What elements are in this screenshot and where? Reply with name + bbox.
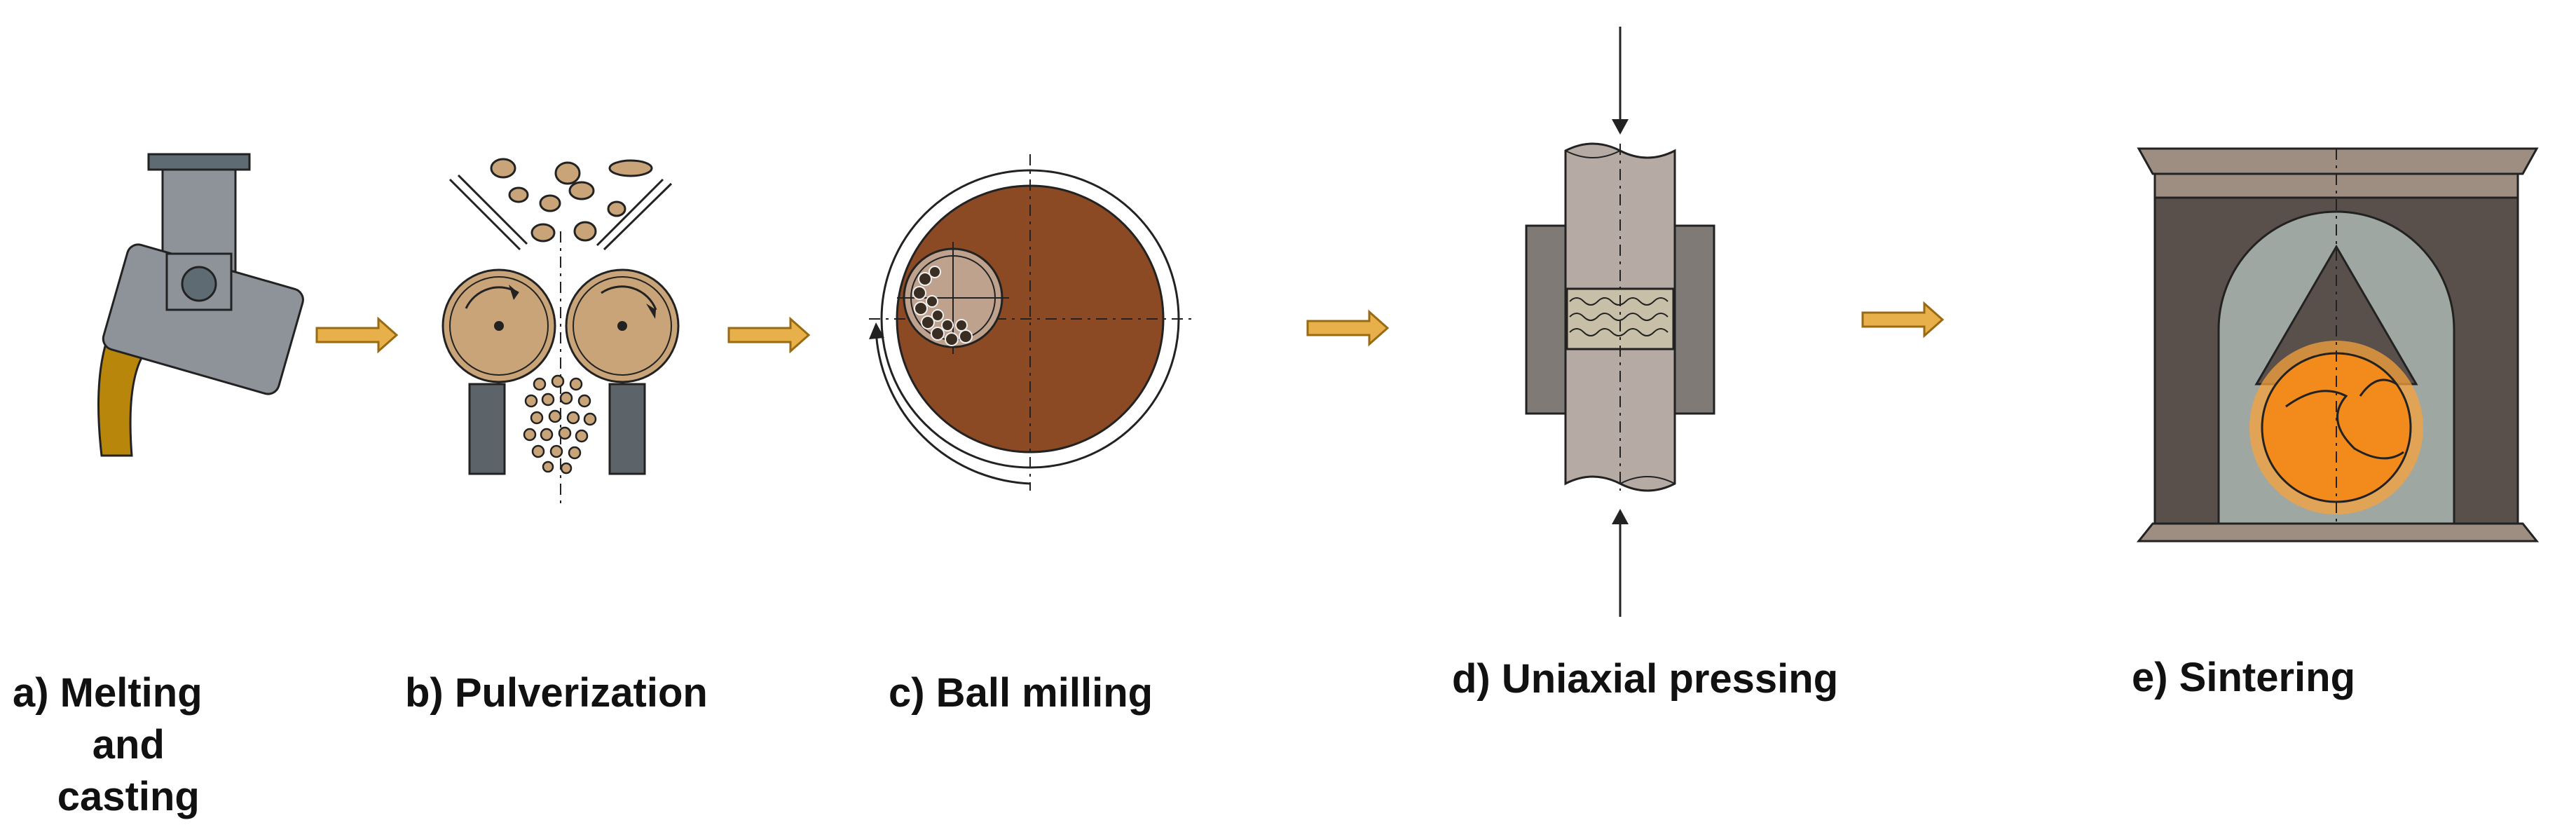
crucible-pivot-icon [181, 266, 217, 302]
crucible-support-cap [147, 153, 251, 171]
press-force-arrowhead-top [1612, 119, 1629, 135]
press-die-right [1673, 224, 1715, 415]
step-label-d: d) Uniaxial pressing [1452, 656, 1839, 702]
ball-mill-icon [869, 154, 1191, 491]
rotation-arrow [875, 329, 1031, 485]
flow-arrow-4 [1861, 301, 1945, 339]
press-die-left [1525, 224, 1567, 415]
step-label-a: a) Melting and casting [13, 667, 203, 823]
step-label-b: b) Pulverization [405, 670, 708, 716]
flow-arrow-2 [727, 316, 811, 354]
step-label-e: e) Sintering [2132, 655, 2356, 700]
crusher-base-plates [468, 383, 646, 475]
press-punch-top-end [1565, 150, 1621, 158]
roll-crusher-icon [441, 158, 680, 505]
flow-arrow-1 [315, 316, 399, 354]
press-powder-grains [1569, 297, 1669, 336]
step-label-a-line-3: casting [57, 774, 200, 819]
milling-balls [912, 266, 973, 346]
uniaxial-press-icon [1525, 27, 1715, 617]
crusher-roll-right [565, 268, 680, 383]
feed-particles [490, 158, 653, 243]
furnace-top-cap [2137, 147, 2539, 175]
step-label-a-line-2: and [92, 722, 165, 768]
press-force-arrowhead-bottom [1612, 509, 1629, 524]
step-label-c: c) Ball milling [889, 670, 1153, 716]
step-label-a-line-1: a) Melting [13, 670, 203, 716]
furnace-base [2136, 522, 2540, 543]
melting-crucible-icon [97, 153, 304, 457]
press-punch-bottom-end [1619, 476, 1676, 484]
feed-hopper-guides [448, 174, 673, 251]
crushed-powder [523, 374, 597, 475]
sintering-furnace-icon [2136, 147, 2540, 543]
rotation-arrow-head [869, 322, 884, 339]
crusher-roll-left [441, 268, 556, 383]
flow-arrow-3 [1306, 309, 1390, 347]
furnace-flame-stroke [2285, 379, 2404, 460]
